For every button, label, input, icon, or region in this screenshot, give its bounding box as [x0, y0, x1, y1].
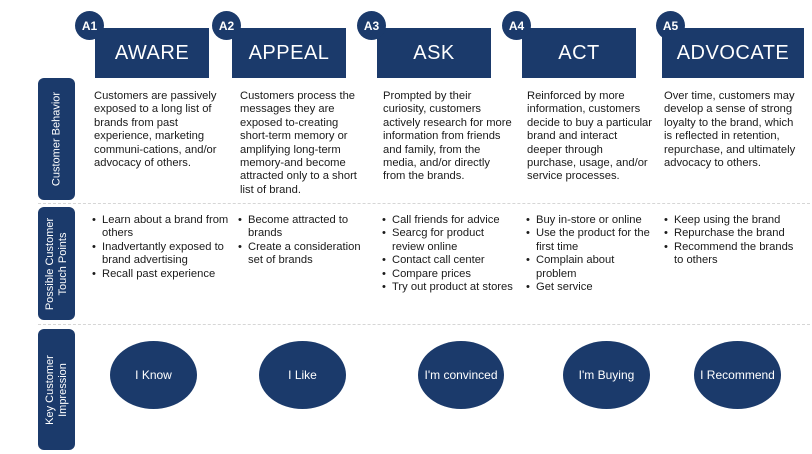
phase-title: ACT	[522, 28, 636, 78]
touch-point: Searcg for product review online	[382, 227, 516, 254]
touch-point: Recommend the brands to others	[664, 241, 804, 268]
phase-ask-touch-points: Call friends for advice Searcg for produ…	[382, 214, 516, 295]
divider-touch-impression	[38, 324, 810, 325]
touch-point: Compare prices	[382, 268, 516, 282]
phase-title: ASK	[377, 28, 491, 78]
phase-ask-impression: I'm convinced	[418, 341, 504, 409]
phase-badge: A3	[357, 11, 386, 40]
touch-point: Buy in-store or online	[526, 214, 656, 228]
touch-point: Contact call center	[382, 254, 516, 268]
phase-ask-header: A3 ASK	[357, 4, 491, 78]
touch-point: Create a consideration set of brands	[238, 241, 370, 268]
phase-advocate-header: A5 ADVOCATE	[656, 4, 804, 78]
phase-title: ADVOCATE	[662, 28, 804, 78]
row-label-touch-points: Possible Customer Touch Points	[38, 207, 75, 320]
row-label-customer-behavior-text: Customer Behavior	[50, 91, 62, 187]
phase-badge: A2	[212, 11, 241, 40]
phase-appeal-impression: I Like	[259, 341, 346, 409]
phase-act-header: A4 ACT	[502, 4, 636, 78]
touch-point: Try out product at stores	[382, 281, 516, 295]
divider-behavior-touch	[38, 203, 810, 204]
row-label-touch-points-text: Possible Customer Touch Points	[43, 217, 69, 310]
touch-point: Keep using the brand	[664, 214, 804, 228]
row-label-key-impression-text: Key Customer Impression	[43, 354, 69, 425]
touch-point: Inadvertantly exposed to brand advertisi…	[92, 241, 234, 268]
phase-advocate-touch-points: Keep using the brand Repurchase the bran…	[664, 214, 804, 268]
phase-advocate-behavior: Over time, customers may develop a sense…	[664, 90, 796, 170]
phase-title: AWARE	[95, 28, 209, 78]
phase-aware-header: A1 AWARE	[75, 4, 209, 78]
row-label-customer-behavior: Customer Behavior	[38, 78, 75, 200]
phase-ask-behavior: Prompted by their curiosity, customers a…	[383, 90, 512, 183]
phase-aware-behavior: Customers are passively exposed to a lon…	[94, 90, 217, 170]
phase-act-behavior: Reinforced by more information, customer…	[527, 90, 653, 183]
phase-aware-touch-points: Learn about a brand from others Inadvert…	[92, 214, 234, 281]
phase-badge: A5	[656, 11, 685, 40]
phase-appeal-behavior: Customers process the messages they are …	[240, 90, 357, 196]
row-label-key-impression: Key Customer Impression	[38, 329, 75, 450]
touch-point: Complain about problem	[526, 254, 656, 281]
touch-point: Recall past experience	[92, 268, 234, 282]
touch-point: Get service	[526, 281, 656, 295]
phase-act-impression: I'm Buying	[563, 341, 650, 409]
phase-act-touch-points: Buy in-store or online Use the product f…	[526, 214, 656, 295]
phase-badge: A4	[502, 11, 531, 40]
touch-point: Call friends for advice	[382, 214, 516, 228]
touch-point: Learn about a brand from others	[92, 214, 234, 241]
phase-aware-impression: I Know	[110, 341, 197, 409]
touch-point: Repurchase the brand	[664, 227, 804, 241]
touch-point: Become attracted to brands	[238, 214, 370, 241]
phase-appeal-header: A2 APPEAL	[212, 4, 346, 78]
phase-title: APPEAL	[232, 28, 346, 78]
touch-point: Use the product for the first time	[526, 227, 656, 254]
phase-appeal-touch-points: Become attracted to brands Create a cons…	[238, 214, 370, 268]
phase-badge: A1	[75, 11, 104, 40]
phase-advocate-impression: I Recommend	[694, 341, 781, 409]
